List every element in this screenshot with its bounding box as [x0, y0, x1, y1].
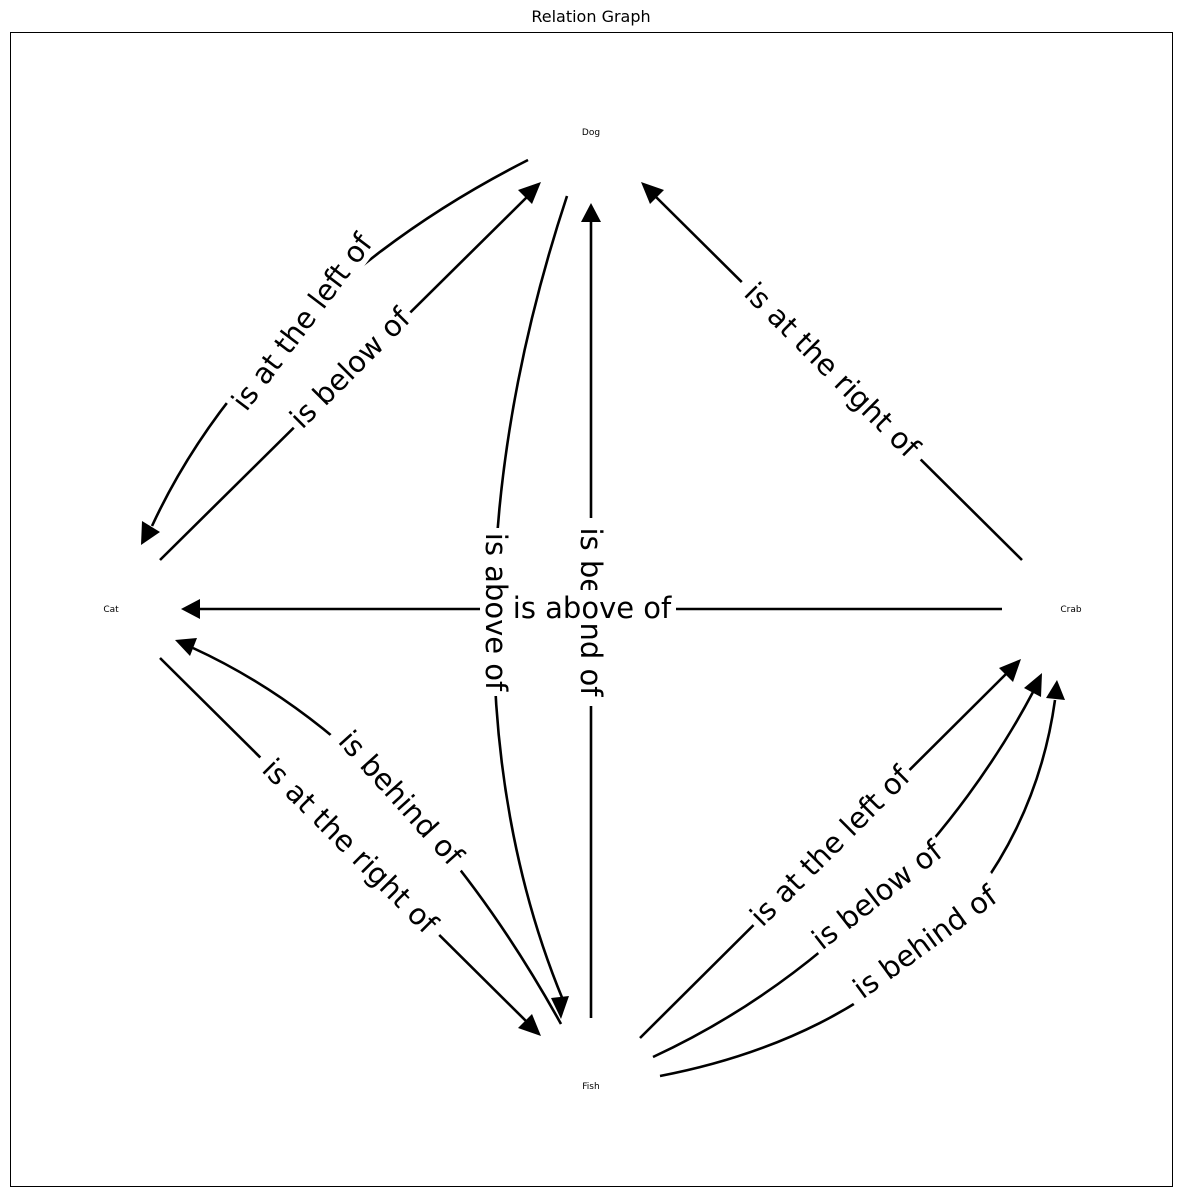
arrowhead — [175, 638, 197, 656]
edge-label-dog-to-fish: is above of — [479, 528, 514, 696]
node-fish: Fish — [582, 1082, 599, 1092]
edge-labels-layer: is at the left of is below of is above o… — [221, 223, 1011, 1011]
edge-label-dog-to-cat: is at the left of — [221, 223, 381, 420]
arrowhead — [1024, 673, 1042, 697]
node-cat: Cat — [103, 605, 119, 615]
edge-dog-to-cat — [141, 158, 529, 545]
edge-fish-to-crab-below — [652, 673, 1042, 1059]
edge-label-text: is at the left of — [743, 759, 917, 933]
arrowhead — [518, 1014, 541, 1036]
edge-label-text: is above of — [479, 533, 513, 692]
arrowhead — [999, 659, 1021, 682]
arrowhead — [641, 182, 664, 204]
arrowhead — [518, 182, 541, 204]
edge-label-text: is above of — [513, 591, 672, 625]
node-crab: Crab — [1060, 605, 1081, 615]
node-dog: Dog — [582, 128, 600, 138]
edge-label-fish-to-crab-left: is at the left of — [739, 755, 920, 936]
chart-title: Relation Graph — [531, 7, 651, 26]
edge-fish-to-crab-behind — [659, 680, 1065, 1078]
edge-label-crab-to-dog: is at the right of — [731, 268, 934, 471]
arrowhead — [551, 996, 569, 1019]
arrowhead — [141, 521, 160, 545]
edge-label-text: is at the right of — [738, 276, 927, 465]
edge-label-text: is at the left of — [225, 227, 380, 417]
edge-label-text: is at the right of — [256, 752, 445, 941]
plot-frame — [10, 32, 1173, 1187]
arrowhead — [581, 203, 601, 222]
arrowhead — [1046, 680, 1065, 700]
nodes-layer: Dog Cat Crab Fish — [103, 128, 1082, 1092]
edge-label-crab-to-cat: is above of — [508, 590, 676, 625]
arrowhead — [181, 599, 200, 619]
